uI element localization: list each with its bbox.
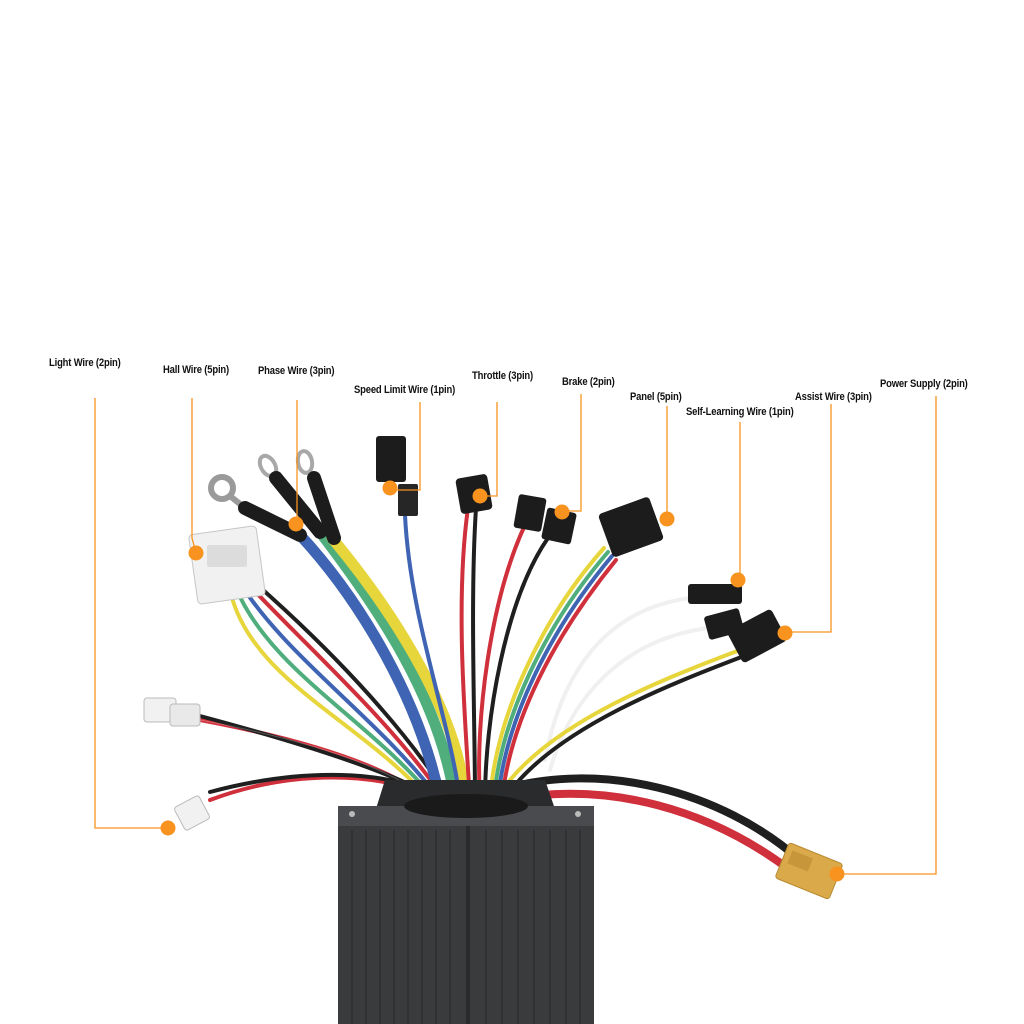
brake-connector-1 [513, 494, 547, 532]
label-phase-wire: Phase Wire (3pin) [258, 365, 335, 377]
throttle-wire-red [459, 506, 472, 802]
speed-limit-connector [376, 436, 406, 482]
label-panel: Panel (5pin) [630, 391, 682, 403]
phase-ring-lug-1 [208, 474, 236, 502]
brake-wire-black [483, 536, 550, 802]
callout-line-light [94, 398, 168, 829]
assist-connector [727, 609, 787, 663]
callout-dot-phase [288, 516, 304, 532]
phase-wire-yellow [326, 532, 471, 806]
xt60-connector-mark [787, 850, 813, 872]
label-brake: Brake (2pin) [562, 376, 615, 388]
speed-limit-wire-blue [403, 513, 462, 802]
hall-wire-red [246, 582, 447, 802]
controller-case [338, 780, 594, 1024]
phase-wire-green [314, 526, 461, 806]
callout-dot-panel [659, 511, 675, 527]
phase-heatshrink-3 [307, 471, 341, 545]
panel-wire-green [492, 550, 610, 802]
label-hall-wire: Hall Wire (5pin) [163, 364, 230, 376]
callout-dot-speed-limit [382, 480, 398, 496]
callout-line-assist [785, 404, 832, 633]
light-connector-2 [174, 795, 210, 831]
hall-wire-green [234, 586, 437, 802]
phase-heatshrink-1 [238, 501, 307, 542]
callout-line-brake [562, 394, 582, 512]
phase-wire-blue [294, 529, 446, 806]
label-self-learning-wire: Self-Learning Wire (1pin) [686, 406, 794, 418]
callout-line-hall [191, 398, 197, 554]
assist-wire-black [513, 654, 746, 787]
phase-heatshrink-2 [269, 471, 327, 539]
label-assist-wire: Assist Wire (3pin) [795, 391, 872, 403]
brake-connector-2 [541, 507, 577, 545]
panel-connector [598, 497, 664, 557]
callout-line-speed-limit [392, 402, 421, 491]
self-learning-wire-white-2 [548, 626, 710, 772]
panel-wire-yellow [488, 546, 606, 802]
callout-dot-power-supply [829, 866, 845, 882]
connectors [143, 436, 843, 900]
hall-connector-window [207, 545, 247, 567]
phase-spade-lug-3 [295, 449, 315, 475]
callout-dot-self-learning [730, 572, 746, 588]
panel-wire-red [500, 558, 618, 802]
panel-wire-blue [496, 554, 614, 802]
hall-wire-yellow [228, 588, 432, 802]
light-connector-1-body [169, 703, 201, 727]
brake-wire-red [477, 523, 527, 802]
hall-wire-blue [240, 584, 442, 802]
label-light-wire: Light Wire (2pin) [49, 357, 121, 369]
self-learning-connector-1 [688, 584, 742, 604]
callout-dot-light [160, 820, 176, 836]
callout-dots [160, 480, 845, 882]
callout-line-power-supply [838, 396, 937, 875]
callout-dot-brake [554, 504, 570, 520]
self-learning-wire-white-1 [543, 596, 692, 762]
label-throttle: Throttle (3pin) [472, 370, 534, 382]
label-speed-limit-wire: Speed Limit Wire (1pin) [354, 384, 456, 396]
assist-wire-yellow [508, 648, 742, 782]
callout-dot-throttle [472, 488, 488, 504]
callout-dot-hall [188, 545, 204, 561]
throttle-wire-black [471, 506, 478, 802]
label-power-supply: Power Supply (2pin) [880, 378, 968, 390]
callout-dot-assist [777, 625, 793, 641]
speed-limit-connector-mate [398, 484, 418, 516]
